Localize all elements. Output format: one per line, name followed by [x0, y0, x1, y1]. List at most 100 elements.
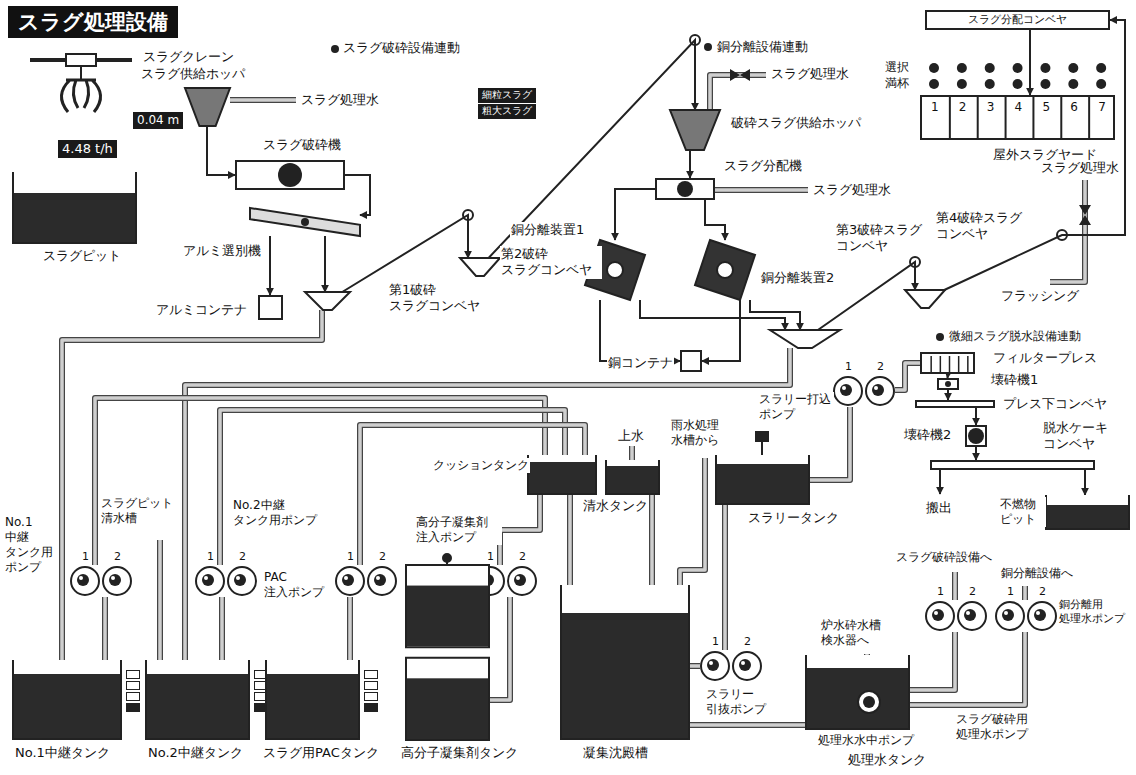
pump-casing: [508, 567, 536, 595]
level-indicator: [126, 703, 140, 712]
flow-line: [489, 40, 695, 258]
bin-divider: [1032, 97, 1034, 140]
equipment-label: スラグクレーン: [142, 49, 235, 65]
annotation-label: 選択: [884, 60, 910, 75]
label-anchor: 銅分離設備連動: [716, 39, 809, 55]
separator-body: [585, 240, 645, 300]
bin-number: 7: [1097, 100, 1107, 115]
label-anchor: スラグ処理水: [1040, 160, 1120, 176]
annotation-label: スラグ処理水: [812, 182, 892, 198]
pipe-bore: [360, 425, 585, 565]
submersible-pump-outline: [857, 690, 881, 714]
conveyor-chute-outline: [905, 290, 945, 308]
annotation-label: スラグ破砕設備へ: [895, 550, 993, 565]
equipment-label: スラグ供給ホッパ: [140, 66, 246, 82]
pump-number: 2: [876, 360, 885, 374]
pipe-wall: [649, 495, 655, 585]
water-pipe: [690, 666, 700, 667]
pump-casing: [858, 691, 880, 713]
water-pipe: [360, 425, 585, 565]
equipment-label: スラグ分配コンベヤ: [927, 12, 1108, 28]
flow-line: [750, 300, 800, 330]
pipe-wall: [500, 495, 540, 565]
pump-number: 2: [378, 550, 387, 564]
pump-number: 1: [486, 550, 495, 564]
press-plate: [930, 356, 932, 372]
annotation-label: 炉水砕水槽 検水器へ: [820, 618, 902, 648]
flow-line: [640, 300, 785, 330]
pump-number: 1: [844, 360, 853, 374]
pump-impeller: [932, 609, 944, 621]
pump-shaft: [516, 576, 520, 580]
pump-shaft: [204, 576, 208, 580]
equipment-label: アルミ選別機: [182, 243, 262, 259]
bin-divider: [977, 97, 979, 140]
equipment-label: 凝集沈殿槽: [582, 745, 649, 761]
label-anchor: 細粒スラグ: [478, 88, 536, 103]
lamp: [1068, 63, 1078, 73]
hopper-outline: [670, 110, 720, 150]
water-pipe: [490, 597, 510, 700]
bin-number: 3: [986, 100, 996, 115]
flow-line: [944, 20, 1125, 290]
material-flow: [325, 236, 326, 292]
pump-number: 1: [81, 550, 90, 564]
annotation-label: 4.48 t/h: [58, 140, 117, 158]
label-anchor: スラグピット 清水槽: [100, 496, 177, 526]
lamp: [1068, 79, 1078, 89]
pipe-bore: [500, 495, 540, 565]
pipe-bore: [490, 597, 510, 700]
annotation-label: 銅分離設備へ: [1000, 566, 1074, 581]
flow-line: [702, 300, 740, 361]
pump-impeller: [739, 659, 751, 671]
pump-shaft: [79, 576, 83, 580]
press-plate: [949, 356, 951, 372]
pump-casing: [1028, 602, 1056, 630]
copper-separator-outline: [695, 240, 755, 300]
pump-shaft: [376, 576, 380, 580]
copper-separator: 銅分離装置2: [695, 240, 755, 300]
label-anchor: 1: [346, 550, 355, 564]
pump-casing: [228, 567, 256, 595]
flow-line: [947, 374, 950, 378]
flow-line: [615, 189, 655, 240]
machine-box: 壊砕機1: [937, 378, 959, 390]
level-indicator: [364, 681, 378, 690]
annotation-label: 銅分離設備連動: [716, 39, 809, 55]
label-anchor: 搬出: [925, 500, 953, 516]
machine-box: スラグ分配機: [655, 178, 715, 200]
equipment-label: スラグ破砕機: [262, 137, 342, 153]
material-flow: [948, 390, 949, 400]
pump-pair: スラリー 引抜ポンプ: [700, 650, 762, 682]
label-anchor: 2: [518, 550, 527, 564]
material-flow: [690, 150, 691, 178]
label-anchor: 選択: [884, 60, 910, 75]
machine-rotor: [278, 163, 302, 187]
equipment-label: スラリータンク: [747, 510, 840, 526]
pump-shaft: [111, 576, 115, 580]
label-anchor: 上水: [617, 428, 645, 444]
flow-line: [1029, 30, 1031, 95]
conveyor-chute-outline: [305, 292, 350, 310]
pump-number: 2: [238, 550, 247, 564]
pump-pair: スラリー打込 ポンプ: [833, 375, 895, 407]
water-pipe: [500, 495, 540, 565]
material-flow: [944, 20, 1125, 290]
label-anchor: 0.04 m: [133, 112, 183, 129]
material-flow: [345, 175, 370, 215]
bin-number: 4: [1014, 100, 1024, 115]
screen-motor: [301, 218, 309, 226]
pump-casing: [834, 377, 862, 405]
label-anchor: 4.48 t/h: [58, 140, 117, 158]
separator-body: [695, 240, 755, 300]
label-anchor: 1: [1006, 585, 1015, 599]
equipment-label: No.1中継タンク: [14, 745, 111, 761]
pipe-wall: [219, 597, 225, 660]
machine-box-outline: [937, 378, 959, 390]
annotation-label: スラグピット 清水槽: [100, 496, 177, 526]
flow-line: [975, 408, 977, 425]
tank: No.2中継タンク: [145, 660, 250, 740]
pump-number: 1: [711, 635, 720, 649]
pump-pair: No.2中継 タンク用ポンプ: [195, 565, 257, 597]
equipment-label: 銅分離用 処理水ポンプ: [1058, 598, 1130, 626]
